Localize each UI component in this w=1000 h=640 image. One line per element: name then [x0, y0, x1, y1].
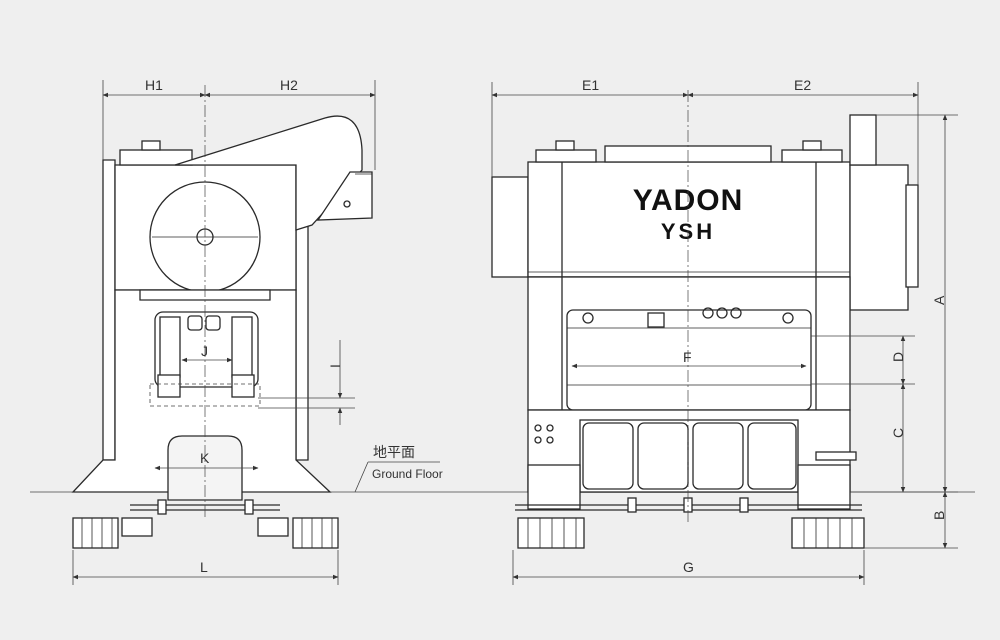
side-top-cap [141, 140, 161, 151]
dim-e1-label: E1 [582, 77, 599, 93]
dim-i-label: I [327, 364, 343, 368]
slide-control-box [647, 312, 665, 328]
front-top-cap-right [781, 149, 843, 163]
brand-logo: YADON [633, 184, 744, 217]
bed-window-2 [637, 422, 689, 490]
side-frame-left-plate [102, 159, 116, 461]
front-top-bolt-right [802, 140, 822, 151]
dim-b-label: B [931, 511, 947, 520]
side-foot-ribs [81, 518, 333, 548]
dim-c-label: C [890, 428, 906, 438]
front-right-motor-cap [905, 184, 919, 288]
front-crown [527, 161, 851, 278]
side-leveler-left [121, 517, 153, 537]
side-foot-left-pad [72, 517, 119, 549]
brand-model: YSH [661, 219, 715, 244]
slide-knob-2 [716, 307, 728, 319]
rod-fitting-right [244, 499, 254, 515]
dim-k-label: K [200, 450, 210, 466]
bed-side-fitting [815, 451, 857, 461]
slide-knob-1 [702, 307, 714, 319]
slide-foot-left [157, 374, 181, 398]
bed-window-4 [747, 422, 797, 490]
dim-j-label: J [201, 343, 208, 359]
dim-d-label: D [890, 352, 906, 362]
side-motor-bracket [316, 171, 373, 221]
front-foot-left [517, 517, 585, 549]
dim-g-label: G [683, 559, 694, 575]
bolster-outline [149, 383, 261, 407]
slide-indicator-left [582, 312, 594, 324]
side-view: H1 H2 J K I L 地平面 Ground Floor [71, 77, 443, 585]
front-base-left [527, 464, 581, 510]
slide-guide-left [159, 316, 181, 378]
front-left-motor-box [491, 176, 529, 278]
slide-port-right [205, 315, 221, 331]
dim-e2-label: E2 [794, 77, 811, 93]
dim-h1-label: H1 [145, 77, 163, 93]
front-right-motor [849, 164, 909, 311]
floor-label-cn: 地平面 [373, 444, 415, 460]
side-leveler-right [257, 517, 289, 537]
front-foot-ribs [527, 518, 853, 548]
front-rod-fitting-3 [739, 497, 749, 513]
bed-control-panel [534, 424, 554, 444]
slide-knob-3 [730, 307, 742, 319]
front-top-bolt-left [555, 140, 575, 151]
dim-a-label: A [931, 295, 947, 305]
side-frame-right-plate [295, 224, 309, 461]
bracket-bolt [343, 200, 351, 208]
slide-guide-right [231, 316, 253, 378]
side-foot-right-pad [292, 517, 339, 549]
front-base-right [797, 464, 851, 510]
front-rod-fitting-1 [627, 497, 637, 513]
front-top-cap-left [535, 149, 597, 163]
dim-h2-label: H2 [280, 77, 298, 93]
front-right-motor-top [849, 114, 877, 166]
floor-label-en: Ground Floor [372, 467, 443, 481]
slide-foot-right [231, 374, 255, 398]
bed-window-3 [692, 422, 744, 490]
slide-indicator-right [782, 312, 794, 324]
rod-fitting-left [157, 499, 167, 515]
front-view: YADON YSH [491, 77, 958, 585]
bed-window-1 [582, 422, 634, 490]
side-motor-arm [174, 115, 363, 231]
dim-f-label: F [683, 349, 692, 365]
dim-l-label: L [200, 559, 208, 575]
floor-leader [354, 461, 369, 493]
slide-port-left [187, 315, 203, 331]
